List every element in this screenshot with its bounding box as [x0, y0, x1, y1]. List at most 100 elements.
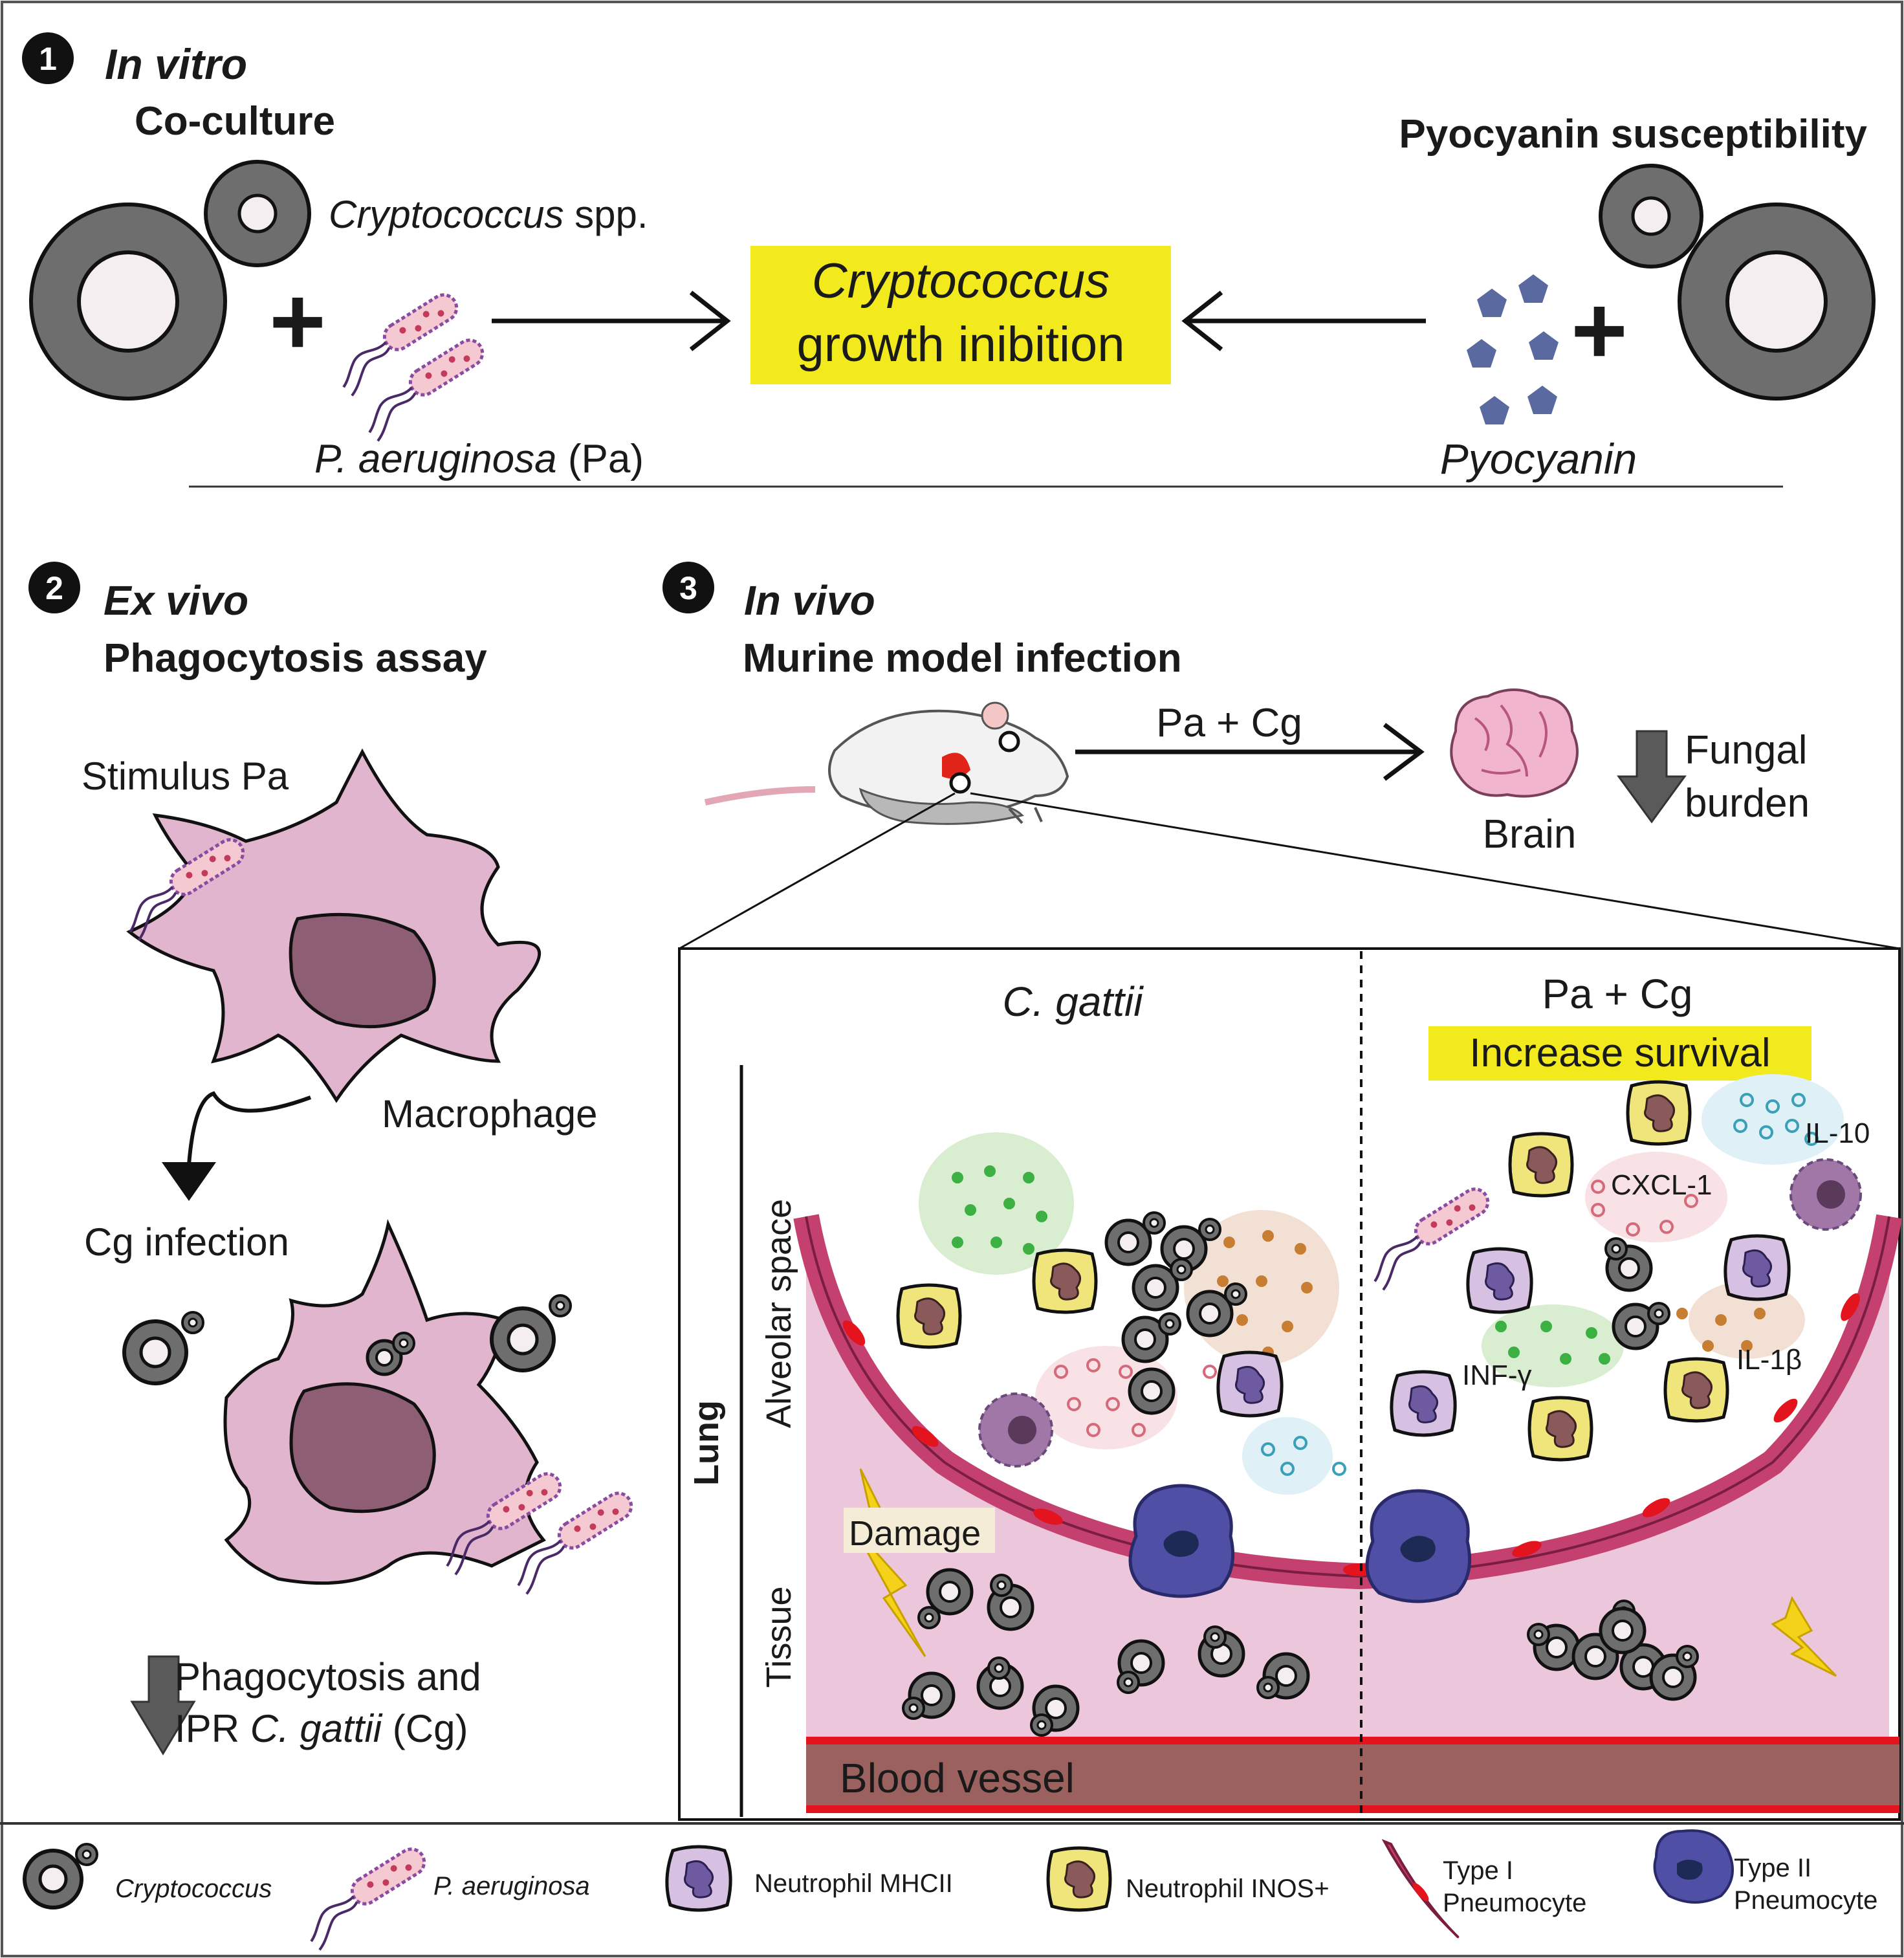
panel-1-title-italic: In vitro — [105, 40, 247, 88]
growth-inhibition-highlight — [750, 246, 1171, 384]
phagocytosis-down-arrow — [130, 1655, 196, 1755]
panel-3-title-bold: Murine model infection — [743, 636, 1182, 681]
damage-label-bg — [844, 1508, 995, 1553]
panel-2-number: 2 — [45, 570, 63, 606]
panel-1-title-bold: Co-culture — [135, 99, 335, 144]
fungal-burden-line1: Fungal — [1685, 728, 1808, 773]
neutrophil-mhcii-right-3 — [1392, 1372, 1455, 1435]
cg-infection-label: Cg infection — [84, 1220, 289, 1264]
zoom-line-left — [679, 792, 956, 950]
pyocyanin-label: Pyocyanin — [1440, 435, 1637, 483]
cxcl-1-label: CXCL-1 — [1611, 1169, 1713, 1201]
legend: Cryptococcus P. aeruginosa Neutrophil MH… — [0, 1822, 1904, 1952]
panel-3-in-vivo: 3 In vivo Murine model infection Pa + Cg… — [662, 562, 1902, 1821]
neutrophil-mhcii-right-2 — [1725, 1236, 1789, 1299]
legend-neutrophil-mhcii-label: Neutrophil MHCII — [754, 1869, 953, 1898]
legend-pa-label: P. aeruginosa — [433, 1872, 590, 1900]
epithelium-red-nuclei — [842, 1293, 1860, 1576]
il-10-label: IL-10 — [1805, 1117, 1870, 1149]
legend-type-ii-line2: Pneumocyte — [1734, 1886, 1877, 1915]
macrophage-bottom — [223, 1219, 546, 1585]
p-aeruginosa-pa-label: P. aeruginosa (Pa) — [314, 437, 644, 481]
neutrophil-inos-left-1 — [898, 1285, 960, 1347]
legend-cryptococcus-icon — [23, 1843, 98, 1909]
pyocyanin-susceptibility-title: Pyocyanin susceptibility — [1399, 112, 1867, 157]
increase-survival-highlight — [1428, 1026, 1811, 1081]
brain-icon — [1450, 688, 1579, 798]
fungal-burden-line2: burden — [1685, 781, 1810, 826]
neutrophil-mhcii-right-1 — [1468, 1249, 1531, 1312]
macrophage-top — [126, 748, 542, 1103]
legend-type-ii-pneumocyte-icon — [1653, 1829, 1734, 1904]
panel-1-number: 1 — [39, 41, 57, 77]
macrophage-label: Macrophage — [382, 1092, 598, 1136]
infection-curved-arrow — [187, 1091, 312, 1165]
phagocytosis-result-line1: Phagocytosis and — [175, 1655, 481, 1699]
plus-sign-right: + — [1571, 276, 1628, 384]
plus-sign-left: + — [269, 267, 326, 375]
panel-3-title-italic: In vivo — [744, 577, 875, 624]
panel-3-number: 3 — [679, 570, 697, 606]
mouse-illustration — [704, 701, 1069, 825]
cryptococcus-cell-large-right — [1599, 164, 1874, 399]
cytokine-cloud-green-left — [919, 1132, 1074, 1275]
damage-lightning-right — [1771, 1596, 1837, 1677]
neutrophil-inos-left-2 — [1034, 1250, 1096, 1312]
legend-neutrophil-inos-label: Neutrophil INOS+ — [1126, 1875, 1330, 1903]
legend-pa-icon — [297, 1844, 436, 1951]
legend-type-i-line2: Pneumocyte — [1443, 1889, 1586, 1917]
fungal-burden-down-arrow — [1617, 730, 1687, 824]
blood-vessel — [806, 1741, 1899, 1809]
lung-inset: Blood vessel C. gattii Pa + Cg Increase … — [678, 947, 1902, 1821]
growth-inhibition-line2: growth inibition — [797, 317, 1125, 372]
growth-inhibition-line1: Cryptococcus — [812, 254, 1110, 309]
neutrophil-inos-right-1 — [1510, 1134, 1572, 1196]
cytokine-cloud-pink-right — [1585, 1152, 1727, 1242]
legend-cryptococcus-label: Cryptococcus — [115, 1875, 272, 1903]
panel-3-number-badge — [662, 562, 714, 613]
macrophage-activated-right — [1789, 1158, 1862, 1231]
increase-survival-label: Increase survival — [1469, 1031, 1770, 1075]
cytokine-cloud-orange-right — [1676, 1281, 1805, 1359]
p-aeruginosa-icon — [329, 290, 494, 442]
pa-cg-arrow-label: Pa + Cg — [1156, 701, 1302, 745]
legend-type-i-line1: Type I — [1443, 1856, 1513, 1885]
panel-1-in-vitro: 1 In vitro Co-culture Cryptococcus spp. … — [22, 32, 1874, 488]
legend-type-i-pneumocyte-icon — [1381, 1839, 1460, 1939]
type-ii-pneumocyte-left — [1130, 1486, 1233, 1596]
cryptococcus-spp-label: Cryptococcus spp. — [329, 193, 648, 236]
pa-cg-title: Pa + Cg — [1542, 971, 1692, 1017]
cytokine-cloud-green-right — [1482, 1304, 1624, 1387]
panel-2-title-bold: Phagocytosis assay — [104, 636, 487, 681]
panel-2-title-italic: Ex vivo — [104, 577, 248, 624]
legend-neutrophil-mhcii-icon — [667, 1847, 730, 1910]
blood-vessel-label: Blood vessel — [840, 1755, 1075, 1801]
panel-2-ex-vivo: 2 Ex vivo Phagocytosis assay Stimulus Pa… — [28, 562, 643, 1755]
stimulus-pa-label: Stimulus Pa — [82, 754, 289, 798]
tissue-label: Tissue — [760, 1586, 798, 1688]
cryptococcus-cell-large-left — [31, 160, 311, 399]
neutrophil-mhcii-left-1 — [1218, 1352, 1282, 1416]
neutrophil-inos-right-3 — [1529, 1398, 1592, 1460]
macrophage-activated-left — [978, 1392, 1053, 1468]
cytokine-cloud-blue-right — [1702, 1074, 1844, 1165]
panel-2-number-badge — [28, 562, 80, 613]
neutrophil-inos-right-4 — [1665, 1359, 1727, 1421]
pyocyanin-molecules — [1467, 274, 1559, 424]
cryptococcus-extracellular-right — [490, 1294, 572, 1372]
cryptococcus-extracellular-left — [122, 1311, 204, 1385]
inf-gamma-label: INF-γ — [1462, 1359, 1532, 1391]
cytokine-cloud-blue-left — [1242, 1417, 1346, 1495]
c-gattii-title: C. gattii — [1003, 978, 1144, 1025]
zoom-line-right — [970, 792, 1900, 950]
legend-neutrophil-inos-icon — [1048, 1848, 1110, 1910]
brain-label: Brain — [1483, 812, 1577, 857]
alveolar-space-label: Alveolar space — [760, 1199, 798, 1428]
lung-label: Lung — [687, 1400, 726, 1486]
neutrophil-inos-right-2 — [1628, 1082, 1690, 1144]
cryptococcus-phagocytosed — [366, 1332, 415, 1376]
damage-label: Damage — [849, 1514, 981, 1553]
legend-type-ii-line1: Type II — [1734, 1854, 1811, 1882]
